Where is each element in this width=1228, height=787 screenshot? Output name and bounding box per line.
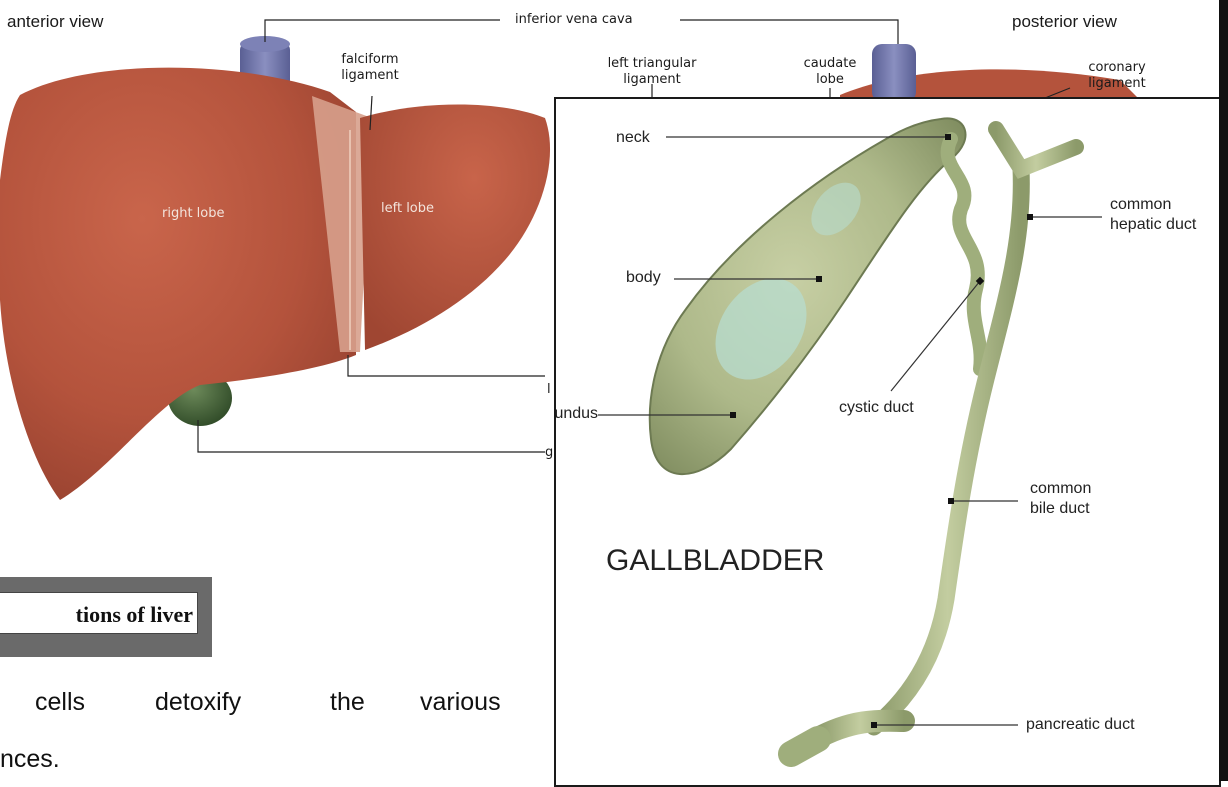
falciform-line2: ligament [330,68,410,84]
right-lobe-shape [0,68,356,500]
word-detoxify: detoxify [155,688,241,717]
inferior-vena-cava-label: inferior vena cava [511,12,637,28]
posterior-view-label: posterior view [1012,14,1117,30]
gallbladder-sac [650,118,966,474]
left-triangular-line1: left triangular [582,56,722,72]
common-bile-line1: common [1030,479,1091,499]
gallbladder-cut-label: g [545,445,553,461]
section-header: tions of liver [0,602,193,628]
word-the: the [330,688,365,717]
left-lobe-label: left lobe [381,201,434,217]
word-cells: cells [35,688,85,717]
right-edge-bar [1219,0,1228,781]
left-triangular-ligament-label: left triangular ligament [582,56,722,88]
caudate-lobe-label: caudate lobe [798,56,862,88]
hepatic-branches [996,129,1076,169]
caudate-line2: lobe [798,72,862,88]
cystic-leader [891,281,980,391]
gallbladder-title: GALLBLADDER [606,544,824,578]
left-lobe-shape [360,105,550,351]
cystic-duct-label: cystic duct [839,399,914,417]
ivc-leader-right [680,20,898,48]
body-label: body [626,269,661,287]
common-duct-shape [874,169,1021,727]
body-text-line2: nces. [0,745,60,774]
coronary-line1: coronary [1072,60,1162,76]
section-header-box: tions of liver [0,592,198,634]
caudate-line1: caudate [798,56,862,72]
falciform-line1: falciform [330,52,410,68]
coronary-line2: ligament [1072,76,1162,92]
cystic-duct-shape [948,139,981,369]
common-hepatic-line1: common [1110,195,1196,215]
round-ligament-cut-label: l [547,382,551,398]
right-lobe-label: right lobe [162,206,225,222]
gallbladder-panel: neck body fundus cystic duct common hepa… [554,97,1221,787]
word-various: various [420,688,501,717]
coronary-ligament-label: coronary ligament [1072,60,1162,92]
ivc-leader [265,20,500,42]
common-hepatic-duct-label: common hepatic duct [1110,195,1196,235]
left-triangular-line2: ligament [582,72,722,88]
anterior-view-label: anterior view [7,14,103,30]
gallbladder-leader [198,420,545,452]
fundus-label: fundus [554,405,598,423]
neck-label: neck [616,129,650,147]
vena-cava-posterior [872,44,916,102]
round-ligament-leader [348,355,545,376]
section-header-frame: tions of liver [0,577,212,657]
common-hepatic-line2: hepatic duct [1110,215,1196,235]
pancreatic-duct-label: pancreatic duct [1026,716,1135,734]
falciform-label: falciform ligament [330,52,410,84]
common-bile-line2: bile duct [1030,499,1091,519]
common-bile-duct-label: common bile duct [1030,479,1091,519]
